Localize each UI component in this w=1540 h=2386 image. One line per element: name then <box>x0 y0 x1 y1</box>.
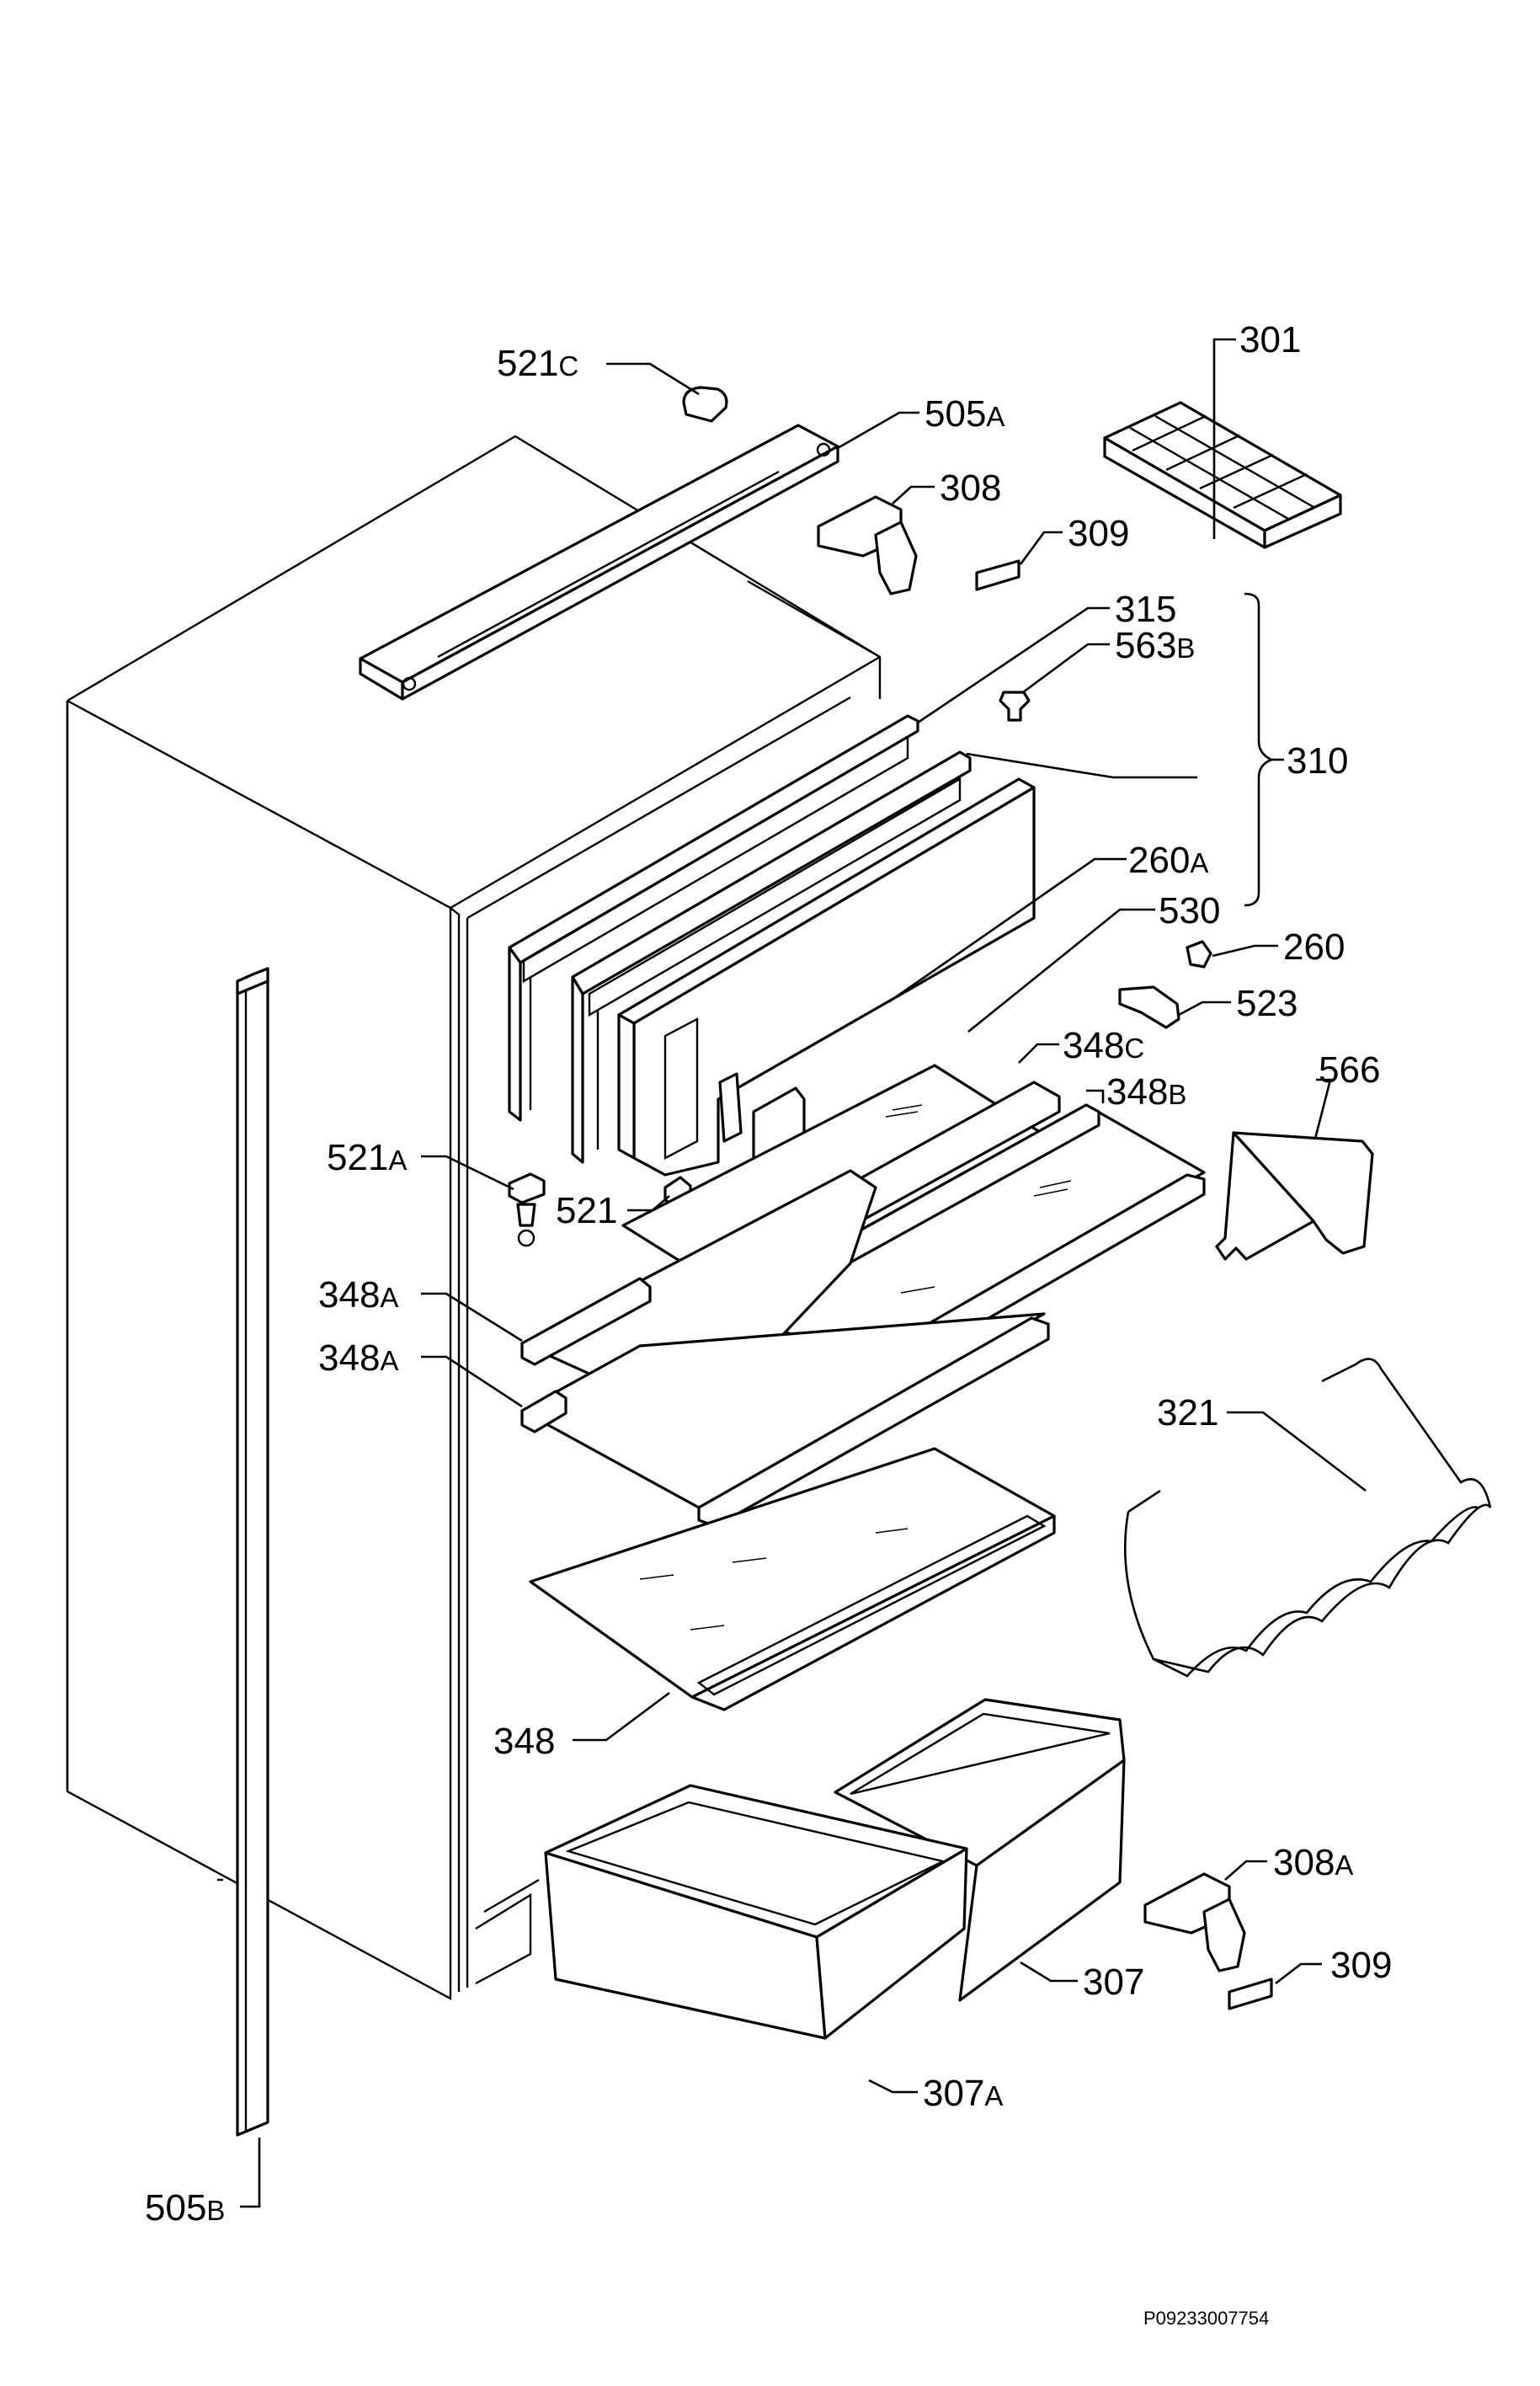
label-301: 301 <box>1239 319 1301 360</box>
label-348c: 348C <box>1063 1025 1144 1066</box>
hinge-308 <box>817 495 918 595</box>
clip-260 <box>1186 940 1212 969</box>
hinge-308a <box>1143 1872 1246 1972</box>
door-seal-strip-505b <box>236 967 269 2137</box>
label-523: 523 <box>1236 983 1298 1024</box>
label-308a: 308A <box>1273 1842 1353 1883</box>
label-260: 260 <box>1283 926 1345 968</box>
ice-tray-301 <box>1103 401 1342 549</box>
latch-523 <box>1118 985 1180 1029</box>
part-labels: 301 521C 505A 308 309 315 563B 310 260A … <box>145 319 1392 2329</box>
label-566: 566 <box>1319 1049 1380 1091</box>
leader-lines <box>240 338 1367 2208</box>
label-260a: 260A <box>1128 840 1208 881</box>
cap-521a <box>508 1172 546 1247</box>
drawer-307a <box>544 1784 968 2040</box>
reference-code: P09233007754 <box>1143 2308 1269 2329</box>
label-309-bottom: 309 <box>1330 1945 1392 1986</box>
scraper-566 <box>1215 1131 1374 1261</box>
freezer-door-inner-260a <box>571 750 972 1164</box>
label-348: 348 <box>493 1721 555 1762</box>
label-505a: 505A <box>925 393 1004 435</box>
cabinet-body <box>66 435 882 2001</box>
label-plate-309-bottom <box>1228 1978 1273 2010</box>
cap-521c <box>682 386 728 423</box>
glass-shelf-348 <box>529 1447 1056 1711</box>
shelf-348a-lower <box>520 1312 1050 1528</box>
label-plate-309-top <box>975 559 1020 591</box>
label-348a-upper: 348A <box>318 1274 398 1316</box>
bracket-310 <box>1244 592 1275 907</box>
label-521: 521 <box>556 1190 617 1231</box>
label-308: 308 <box>940 467 1001 509</box>
label-348b: 348B <box>1106 1071 1186 1113</box>
screw-563b <box>999 691 1031 722</box>
label-315: 315 <box>1115 589 1176 630</box>
label-309-top: 309 <box>1068 513 1129 554</box>
label-563b: 563B <box>1115 625 1195 666</box>
label-521a: 521A <box>327 1137 407 1178</box>
label-530: 530 <box>1159 890 1220 931</box>
label-307: 307 <box>1083 1962 1144 2003</box>
label-307a: 307A <box>923 2073 1003 2114</box>
label-505b: 505B <box>145 2187 225 2229</box>
freezer-door-frame-315 <box>508 714 919 1122</box>
label-310: 310 <box>1287 740 1348 782</box>
label-348a-lower: 348A <box>318 1337 398 1379</box>
label-521c: 521C <box>497 343 578 384</box>
label-321: 321 <box>1157 1392 1218 1433</box>
top-rail-505a <box>359 424 839 701</box>
bottle-rack-321 <box>1124 1358 1492 1678</box>
